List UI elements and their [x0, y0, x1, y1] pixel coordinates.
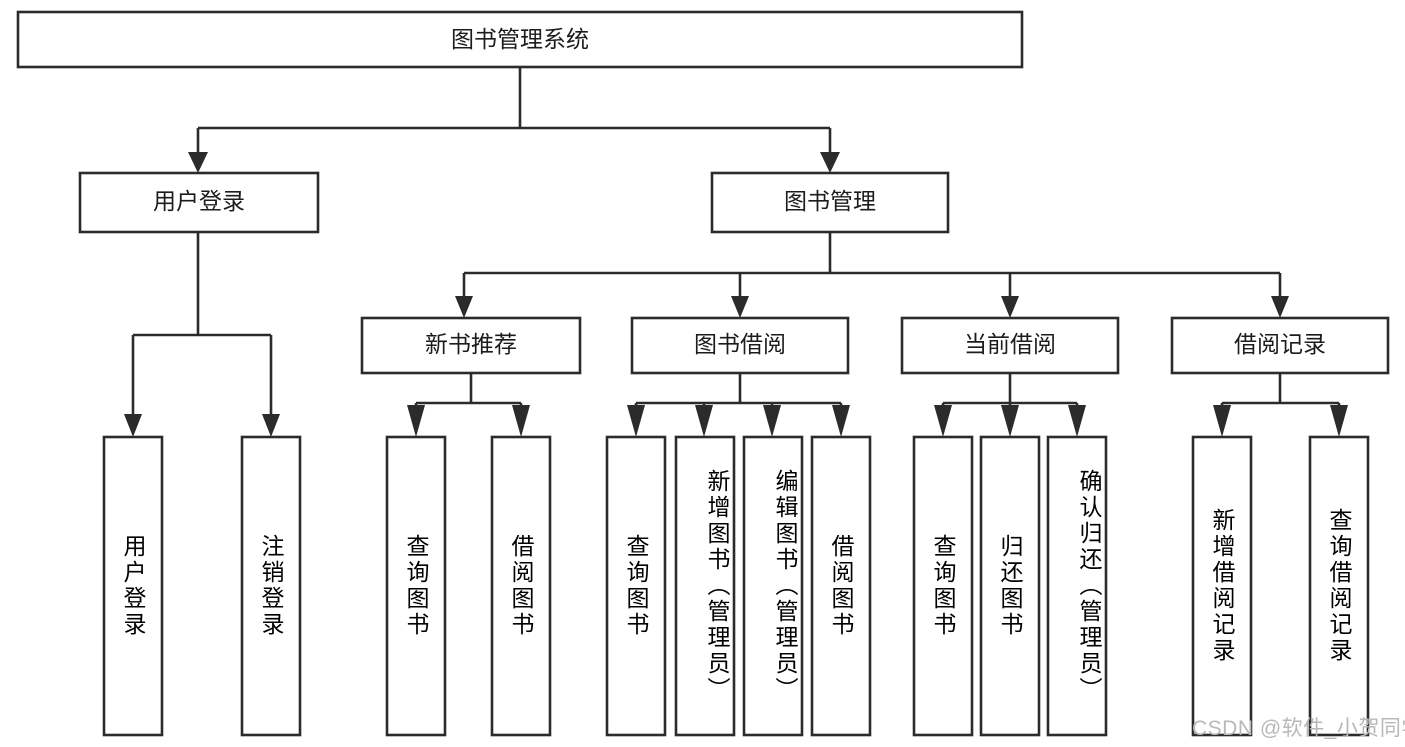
node-book-management[interactable]: 图书管理	[710, 171, 950, 234]
leaf-current-return[interactable]	[979, 435, 1041, 737]
leaf-current-query-box[interactable]	[912, 435, 974, 737]
leaf-borrow-borrow-box[interactable]	[810, 435, 872, 737]
arrow-records-leaf1	[1213, 405, 1231, 437]
node-root-system-box[interactable]	[16, 10, 1024, 69]
arrow-root-to-book-mgmt	[820, 152, 840, 173]
node-user-login[interactable]: 用户登录	[78, 171, 320, 234]
leaf-records-add[interactable]	[1191, 435, 1253, 737]
node-new-book-recommend[interactable]: 新书推荐	[360, 316, 582, 375]
leaf-records-add-box[interactable]	[1191, 435, 1253, 737]
leaf-records-query-box[interactable]	[1308, 435, 1370, 737]
node-borrow-records[interactable]: 借阅记录	[1170, 316, 1390, 375]
node-book-borrow-box[interactable]	[630, 316, 850, 375]
arrow-current-leaf3	[1068, 405, 1086, 437]
node-borrow-records-box[interactable]	[1170, 316, 1390, 375]
node-root-system-label: 图书管理系统	[451, 26, 589, 52]
leaf-borrow-query-box[interactable]	[605, 435, 667, 737]
leaf-user-login-signin-box[interactable]	[102, 435, 164, 737]
node-book-management-label: 图书管理	[784, 188, 876, 214]
arrow-bookmgmt-records	[1271, 296, 1289, 318]
node-book-borrow-label: 图书借阅	[694, 331, 786, 357]
arrow-current-leaf1	[934, 405, 952, 437]
leaf-records-query[interactable]	[1308, 435, 1370, 737]
node-new-book-recommend-label: 新书推荐	[425, 331, 517, 357]
leaf-current-confirm-admin-box[interactable]	[1046, 435, 1108, 737]
node-new-book-recommend-box[interactable]	[360, 316, 582, 375]
arrow-newbook-leaf2	[512, 405, 530, 437]
leaf-borrow-borrow[interactable]	[810, 435, 872, 737]
leaf-user-login-signout[interactable]	[240, 435, 302, 737]
leaf-newbook-borrow[interactable]	[490, 435, 552, 737]
arrow-newbook-leaf1	[407, 405, 425, 437]
arrow-userlogin-leaf1	[124, 414, 142, 437]
leaf-borrow-query[interactable]	[605, 435, 667, 737]
leaf-borrow-edit-admin-box[interactable]	[742, 435, 804, 737]
node-root-system[interactable]: 图书管理系统	[16, 10, 1024, 69]
leaf-newbook-borrow-box[interactable]	[490, 435, 552, 737]
leaf-borrow-edit-admin[interactable]	[742, 435, 804, 737]
arrow-userlogin-leaf2	[262, 414, 280, 437]
arrow-bookmgmt-current	[1001, 296, 1019, 318]
arrow-root-to-user-login	[188, 152, 208, 173]
leaf-current-query[interactable]	[912, 435, 974, 737]
leaf-user-login-signout-box[interactable]	[240, 435, 302, 737]
leaf-newbook-query-box[interactable]	[385, 435, 447, 737]
connector-layer	[124, 67, 1348, 437]
leaf-borrow-add-admin[interactable]	[674, 435, 736, 737]
leaf-current-return-box[interactable]	[979, 435, 1041, 737]
arrow-borrow-leaf1	[627, 405, 645, 437]
node-borrow-records-label: 借阅记录	[1234, 331, 1326, 357]
leaf-newbook-query[interactable]	[385, 435, 447, 737]
node-current-borrow[interactable]: 当前借阅	[900, 316, 1120, 375]
node-book-management-box[interactable]	[710, 171, 950, 234]
node-book-borrow[interactable]: 图书借阅	[630, 316, 850, 375]
arrow-bookmgmt-borrow	[731, 296, 749, 318]
arrow-borrow-leaf2	[695, 405, 713, 437]
leaf-user-login-signin[interactable]	[102, 435, 164, 737]
arrow-bookmgmt-newbook	[455, 296, 473, 318]
node-current-borrow-label: 当前借阅	[964, 331, 1056, 357]
leaf-current-confirm-admin[interactable]	[1046, 435, 1108, 737]
node-user-login-label: 用户登录	[153, 188, 245, 214]
arrow-borrow-leaf3	[763, 405, 781, 437]
leaf-borrow-add-admin-box[interactable]	[674, 435, 736, 737]
arrow-borrow-leaf4	[832, 405, 850, 437]
arrow-current-leaf2	[1001, 405, 1019, 437]
node-current-borrow-box[interactable]	[900, 316, 1120, 375]
arrow-records-leaf2	[1330, 405, 1348, 437]
csdn-watermark: CSDN @软件_小贺同学	[1192, 717, 1405, 740]
node-user-login-box[interactable]	[78, 171, 320, 234]
